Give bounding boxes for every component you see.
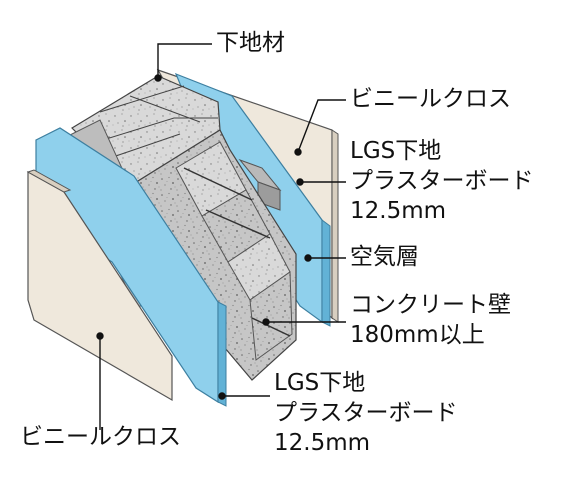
vinyl-cloth-left-panel: [26, 169, 173, 402]
label-base-material: 下地材: [216, 30, 285, 56]
concrete-wall: [71, 75, 297, 381]
label-concrete-wall: コンクリート壁 180mm以上: [350, 290, 511, 350]
label-air-layer: 空気層: [350, 244, 419, 270]
label-lgs-right-line3: 12.5mm: [350, 198, 447, 224]
plasterboard-left: [35, 127, 227, 407]
label-lgs-plasterboard-right: LGS下地 プラスターボード 12.5mm: [350, 136, 534, 226]
label-lgs-left-line1: LGS下地: [274, 370, 366, 396]
label-lgs-left-line2: プラスターボード: [274, 400, 458, 426]
label-lgs-plasterboard-left: LGS下地 プラスターボード 12.5mm: [274, 368, 458, 458]
label-concrete-line2: 180mm以上: [350, 322, 485, 348]
label-lgs-left-line3: 12.5mm: [274, 430, 371, 456]
label-concrete-line1: コンクリート壁: [350, 292, 511, 318]
leader-lines: [96, 43, 346, 430]
label-lgs-right-line2: プラスターボード: [350, 168, 534, 194]
label-vinyl-cloth-left: ビニールクロス: [20, 424, 181, 450]
label-vinyl-cloth-right: ビニールクロス: [350, 86, 511, 112]
label-lgs-right-line1: LGS下地: [350, 138, 442, 164]
